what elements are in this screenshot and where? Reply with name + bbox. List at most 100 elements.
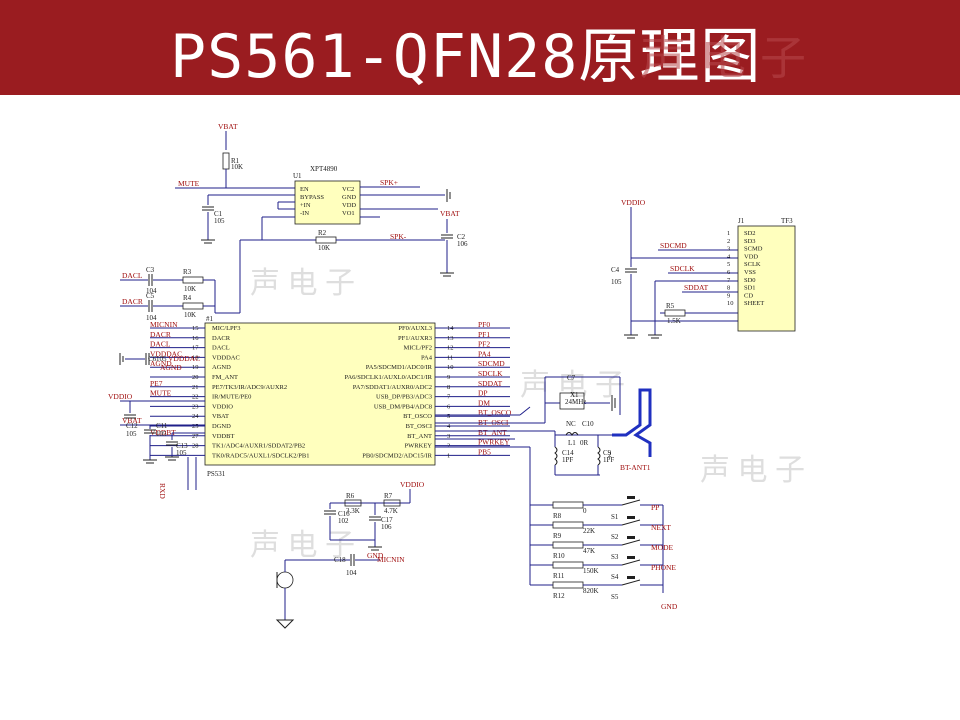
mcu-pin-name: PA6/SDCLK1/AUXL0/ADC1/IR — [344, 374, 432, 381]
key-switch[interactable] — [621, 539, 641, 546]
vddio-net-label-2: VDDIO — [400, 480, 425, 489]
c14-value: 1PF — [562, 456, 573, 464]
key-switch-cap — [627, 536, 635, 539]
c14-ref: C14 — [562, 449, 574, 457]
r6-ref: R6 — [346, 492, 355, 500]
c9-ref: C9 — [603, 449, 612, 457]
mcu-pin-number: 13 — [447, 335, 454, 342]
mcu-right-net: PF2 — [478, 340, 490, 349]
c5-value: 104 — [146, 314, 157, 322]
key-resistor-ref: R11 — [553, 572, 565, 580]
mcu-pin-number: 11 — [447, 354, 453, 361]
mcu-pin-name: VDDIO — [212, 403, 233, 410]
key-switch-ref: S5 — [611, 593, 619, 601]
mcu-pin-name: TK0/RADC5/AUXL1/SDCLK2/PB1 — [212, 452, 310, 459]
mcu-pin-number: 18 — [192, 354, 199, 361]
c12-value: 105 — [126, 430, 137, 438]
key-ladder: GND R80S1PPR922KS2NEXTR1047KS3MODER11150… — [529, 496, 678, 611]
mcu-pin-name: MIC/LPF3 — [212, 325, 241, 332]
c14-coil — [554, 446, 558, 466]
key-function-label: PHONE — [651, 563, 676, 572]
watermark-ghost: 声 电 子 — [250, 529, 355, 562]
mcu-pin-number: 7 — [447, 394, 451, 401]
c3-ref: C3 — [146, 266, 155, 274]
mcu-pin-number: 4 — [447, 423, 451, 430]
c18-value: 104 — [346, 569, 357, 577]
mcu-left-net: DACR — [150, 330, 171, 339]
mcu-pin-number: 2 — [447, 443, 450, 450]
key-switch-ref: S2 — [611, 533, 619, 541]
mcu-left-net: MUTE — [150, 389, 172, 398]
amp-ic-u1 — [294, 180, 361, 225]
tf-pin-number: 10 — [727, 300, 734, 307]
r6-resistor — [344, 499, 362, 507]
key-resistor-value: 820K — [583, 587, 599, 595]
tf-sdcmd-net: SDCMD — [660, 241, 687, 250]
key-function-label: NEXT — [651, 523, 671, 532]
mcu-pin-name: VDDDAC — [212, 354, 240, 361]
key-switch[interactable] — [621, 559, 641, 566]
key-resistor-value: 22K — [583, 527, 595, 535]
c1-ref: C1 — [214, 210, 223, 218]
tf-pin-number: 5 — [727, 261, 730, 268]
r5-value: 1.5K — [667, 317, 681, 325]
r6-value: 3.3K — [346, 507, 360, 515]
amp-pin-left-label: -IN — [300, 210, 309, 217]
mcu-pin-name: DGND — [212, 423, 231, 430]
mcu-pin-number: 17 — [192, 345, 199, 352]
r2-resistor — [315, 236, 337, 244]
vbat-net-label: VBAT — [218, 122, 238, 131]
tf-pin-name: VDD — [744, 253, 758, 260]
amp-pin-right-label: GND — [342, 194, 356, 201]
vddio-net-label: VDDIO — [108, 392, 133, 401]
mcu-pin-name: PB0/SDCMD2/ADC15/IR — [362, 452, 432, 459]
mcu-pin-number: 9 — [447, 374, 450, 381]
mcu-right-net: PA4 — [478, 349, 491, 358]
mcu-left-net: AGND — [150, 359, 172, 368]
amp-pin-left-label: BYPASS — [300, 194, 324, 201]
key-resistor-value: 150K — [583, 567, 599, 575]
key-switch-cap — [627, 576, 635, 579]
bt-section: X1 24MHz C7 NC C10 L1 0R C14 1PF C9 1PF … — [435, 374, 652, 585]
mcu-pin-name: IR/MUTE/PE0 — [212, 394, 251, 401]
bt-ant1-label: BT-ANT1 — [620, 463, 651, 472]
tf-pin-number: 6 — [727, 269, 731, 276]
mcu-left-net: MICNIN — [150, 320, 178, 329]
tf-pin-name: SD2 — [744, 230, 756, 237]
mcu-pin-number: 3 — [447, 433, 450, 440]
key-resistor-ref: R10 — [553, 552, 565, 560]
r4-ref: R4 — [183, 294, 192, 302]
c4-ref: C4 — [611, 266, 620, 274]
key-switch[interactable] — [621, 519, 641, 526]
tf-pin-name: VSS — [744, 269, 756, 276]
mcu-right-net: PB5 — [478, 447, 491, 456]
amp-section: VBAT R1 10K MUTE C1 105 U1 XPT4890 ENBYP… — [120, 122, 468, 322]
r7-ref: R7 — [384, 492, 393, 500]
title-banner: PS561-QFN28原理图 声电子 — [0, 0, 960, 95]
mcu-pin-number: 1 — [447, 452, 450, 459]
c13-ref: C13 — [176, 442, 188, 450]
key-resistor — [552, 521, 584, 529]
mcu-pin-number: 27 — [192, 433, 199, 440]
tf-pin-name: SCMD — [744, 246, 763, 253]
gnd-net-label: GND — [367, 551, 384, 560]
mcu-pin-name: BT_OSCI — [406, 423, 432, 430]
key-resistor-value: 0 — [583, 507, 587, 515]
mcu-right-net: PF1 — [478, 330, 490, 339]
r5-resistor — [664, 309, 686, 317]
r2-ref: R2 — [318, 229, 327, 237]
mcu-pin-number: 14 — [447, 325, 454, 332]
amp-part: XPT4890 — [310, 165, 338, 173]
mcu-pin-name: PF1/AUXR3 — [398, 335, 432, 342]
tf-pin-name: SHEET — [744, 300, 764, 307]
key-switch[interactable] — [621, 499, 641, 506]
mcu-pin-number: 15 — [192, 325, 199, 332]
schematic-canvas: 声 电 子 声 电 子 声 电 子 声 电 子 VBAT R1 10K MUTE… — [108, 122, 805, 629]
x1-ref: X1 — [570, 391, 579, 399]
x1-value: 24MHz — [565, 398, 586, 406]
amp-pin-left-label: +IN — [300, 202, 311, 209]
key-switch[interactable] — [621, 579, 641, 586]
dacl-net-label: DACL — [122, 271, 143, 280]
amp-ref: U1 — [293, 172, 302, 180]
